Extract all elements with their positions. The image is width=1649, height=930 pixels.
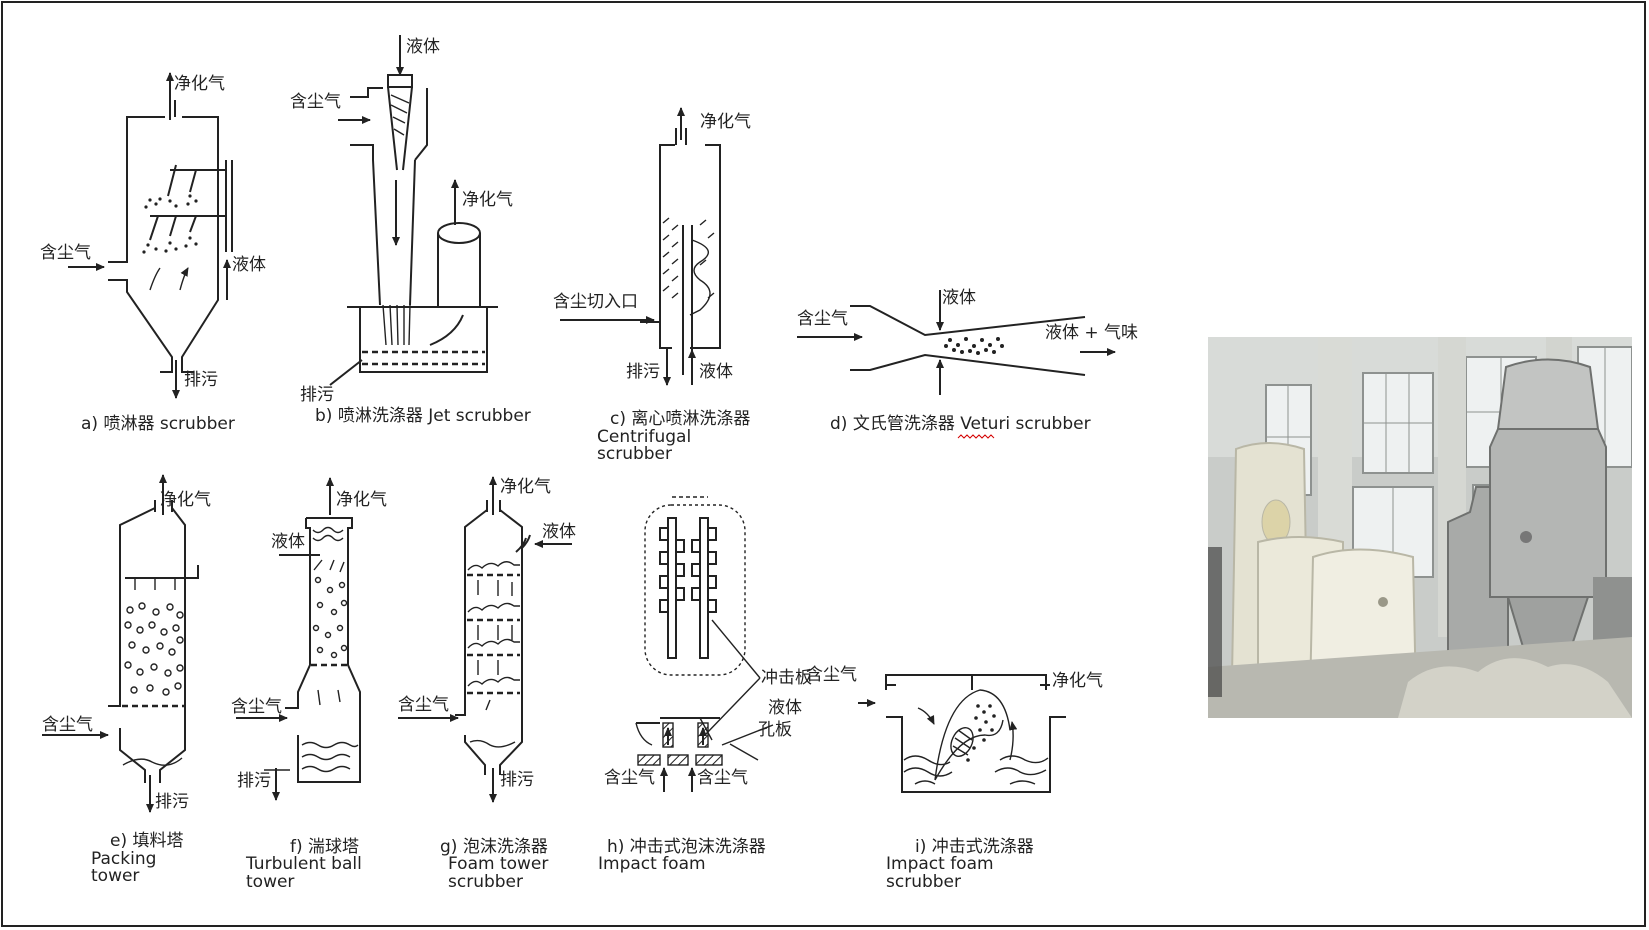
jet-scrubber-b: 液体 含尘气 净化气 排污 [290,35,513,405]
h-dusty-gas-label-2: 含尘气 [697,768,748,788]
h-impact-plate-label: 冲击板 [761,668,812,688]
captions: a) 喷淋器 scrubber b) 喷淋洗涤器 Jet scrubber c)… [81,406,1091,892]
caption-g-line1: g) 泡沫洗涤器 [440,837,548,857]
c-tangential-inlet-label: 含尘切入口 [553,292,638,312]
spray-scrubber-a: 净化气 含尘气 液体 排污 [40,72,266,399]
g-dusty-gas-label: 含尘气 [398,695,449,715]
e-dusty-gas-label: 含尘气 [42,715,93,735]
c-liquid-label: 液体 [699,362,733,382]
foam-tower-g: 净化气 液体 含尘气 排污 [398,476,576,803]
caption-c-line1: c) 离心喷淋洗涤器 [610,409,750,429]
caption-d: d) 文氏管洗涤器 Veturi scrubber [830,414,1091,434]
e-clean-gas-label: 净化气 [160,490,211,510]
i-dusty-gas-label: 含尘气 [806,665,857,685]
caption-g-line2: Foam tower [448,854,548,874]
caption-f-line3: tower [246,872,294,892]
d-liquid-odor-label: 液体 + 气味 [1045,323,1138,343]
b-liquid-label: 液体 [406,37,440,57]
scrubber-equipment-photo [1208,337,1632,718]
h-orifice-plate-label: 孔板 [758,720,792,740]
f-sewage-label: 排污 [237,771,271,791]
centrifugal-scrubber-c: 净化气 含尘切入口 排污 液体 [553,107,751,386]
packing-tower-e: 净化气 含尘气 排污 [42,474,211,813]
g-clean-gas-label: 净化气 [500,477,551,497]
b-dusty-gas-label: 含尘气 [290,92,341,112]
caption-e-line1: e) 填料塔 [110,831,184,851]
caption-h-line1: h) 冲击式泡沫洗涤器 [607,837,766,857]
turbulent-ball-tower-f: 净化气 液体 含尘气 排污 [231,477,387,801]
caption-i-line2: Impact foam [886,854,994,874]
caption-i-line1: i) 冲击式洗涤器 [915,837,1034,857]
f-clean-gas-label: 净化气 [336,490,387,510]
i-clean-gas-label: 净化气 [1052,671,1103,691]
caption-f-line2: Turbulent ball [245,854,362,874]
c-sewage-label: 排污 [626,362,660,382]
d-dusty-gas-label: 含尘气 [797,309,848,329]
caption-h-line2: Impact foam [598,854,706,874]
impact-scrubber-i: 含尘气 净化气 [806,665,1103,793]
d-liquid-label: 液体 [942,288,976,308]
a-liquid-label: 液体 [232,255,266,275]
caption-a: a) 喷淋器 scrubber [81,414,235,434]
a-clean-gas-label: 净化气 [174,74,225,94]
caption-e-line2: Packing [91,849,156,869]
caption-g-line3: scrubber [448,872,523,892]
caption-i-line3: scrubber [886,872,961,892]
g-sewage-label: 排污 [500,770,534,790]
caption-c-line2: Centrifugal [597,427,691,447]
caption-e-line3: tower [91,866,139,886]
caption-f-line1: f) 湍球塔 [290,837,359,857]
g-liquid-label: 液体 [542,522,576,542]
a-dusty-gas-label: 含尘气 [40,243,91,263]
c-clean-gas-label: 净化气 [700,112,751,132]
caption-c-line3: scrubber [597,444,672,464]
b-sewage-label: 排污 [300,385,334,405]
h-dusty-gas-label-1: 含尘气 [604,768,655,788]
b-clean-gas-label: 净化气 [462,190,513,210]
h-liquid-label: 液体 [768,698,802,718]
photo-illustration [1208,337,1632,718]
spellcheck-underline [957,434,995,439]
caption-b: b) 喷淋洗涤器 Jet scrubber [315,406,531,426]
impact-foam-h: 冲击板 液体 孔板 含尘气 含尘气 [604,496,812,792]
venturi-scrubber-d: 液体 含尘气 液体 + 气味 [797,288,1138,395]
f-liquid-label: 液体 [271,532,305,552]
f-dusty-gas-label: 含尘气 [231,697,282,717]
a-sewage-label: 排污 [184,370,218,390]
e-sewage-label: 排污 [155,792,189,812]
